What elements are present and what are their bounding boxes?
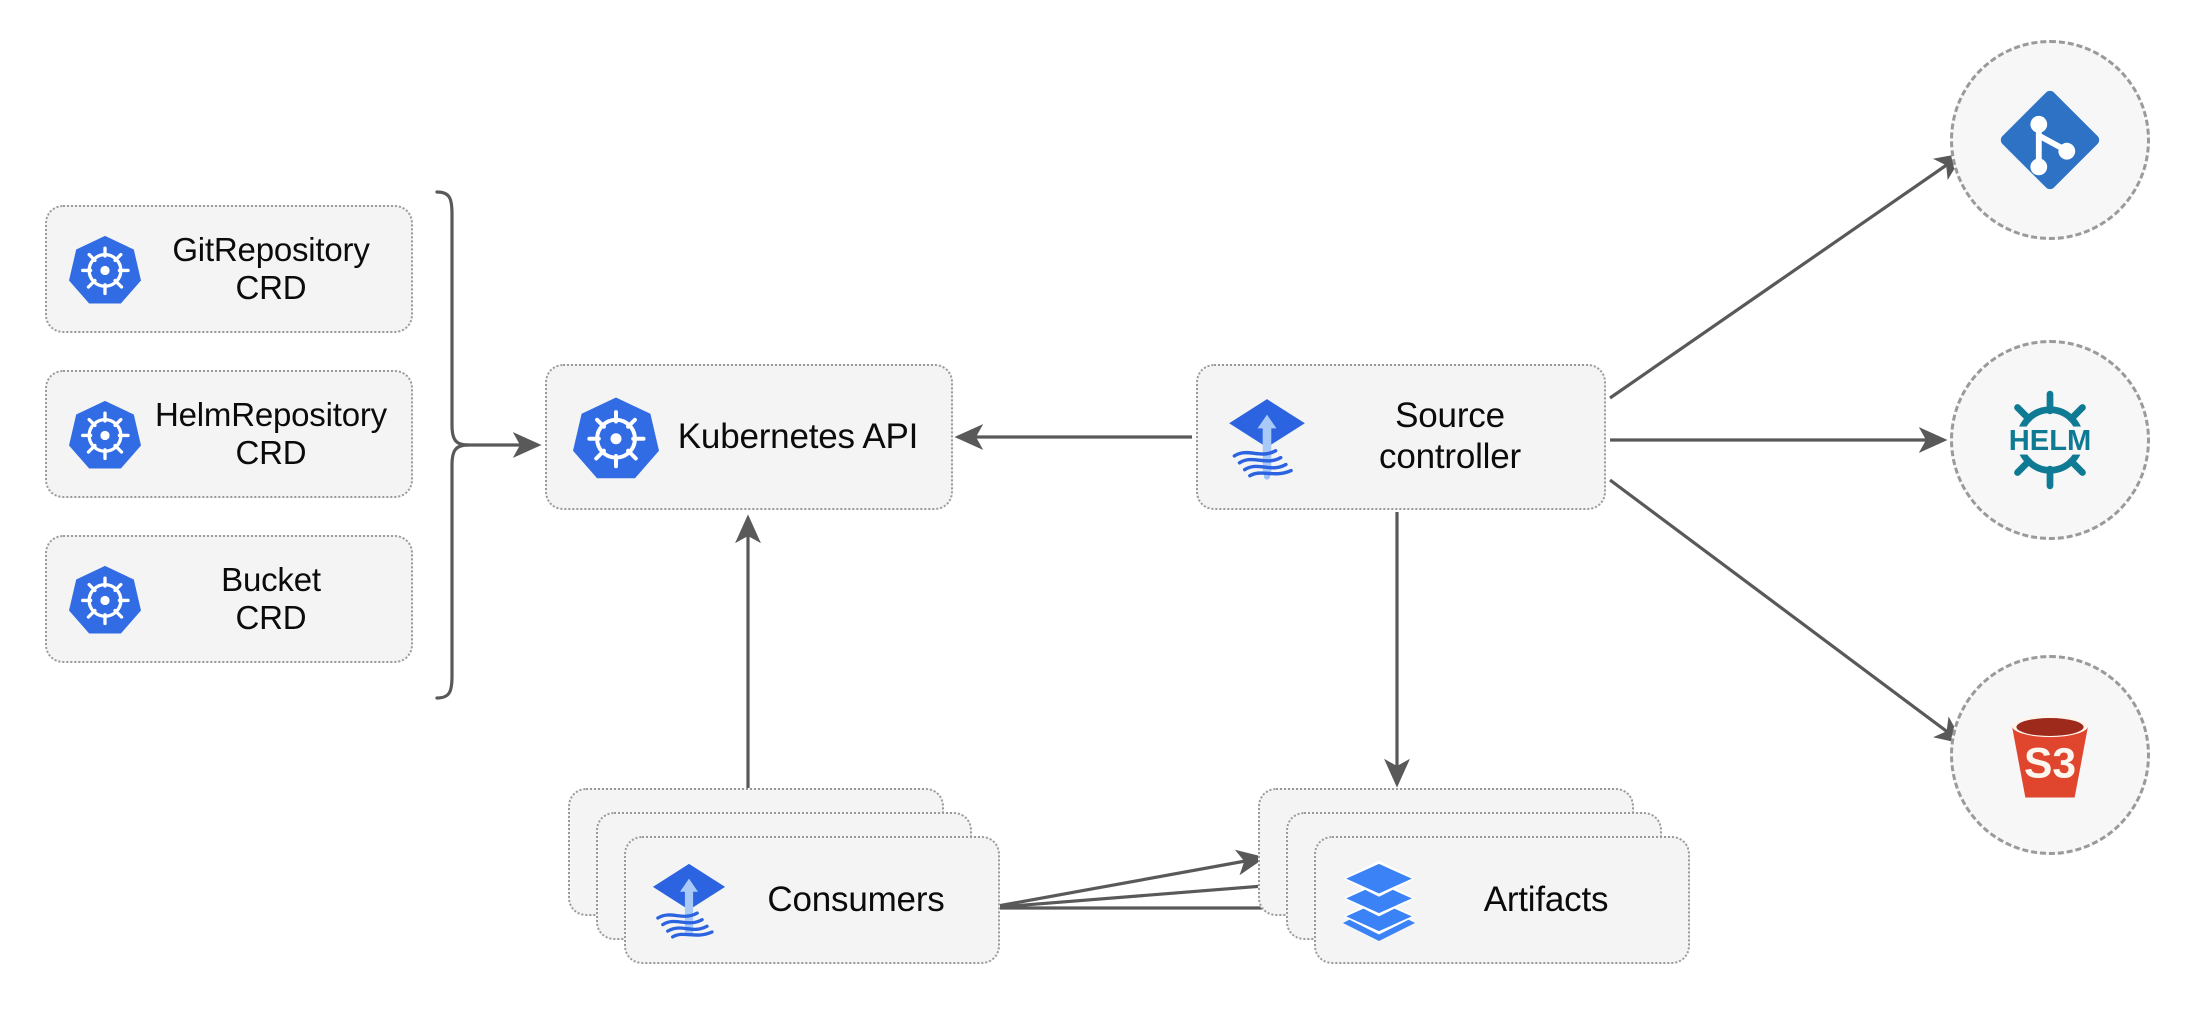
- helm-icon: HELM: [1994, 384, 2106, 496]
- arrow-source-controller-to-git: [1609, 152, 1964, 400]
- s3-wordmark: S3: [2024, 739, 2076, 787]
- node-label: Artifacts: [1483, 880, 1609, 919]
- crd-card-helmrepository[interactable]: HelmRepository CRD: [45, 370, 413, 498]
- arrow-consumers-to-artifacts-1: [986, 849, 1266, 910]
- crd-label: Bucket CRD: [221, 560, 321, 636]
- crd-label: HelmRepository CRD: [155, 395, 387, 471]
- node-label: Consumers: [767, 880, 945, 919]
- node-artifacts[interactable]: Artifacts: [1258, 788, 1698, 978]
- endpoint-git[interactable]: [1950, 40, 2150, 240]
- node-label: Source controller: [1379, 396, 1521, 476]
- node-label: Kubernetes API: [677, 416, 919, 456]
- kubernetes-icon: [573, 394, 659, 480]
- arrow-consumers-to-artifacts-2: [986, 873, 1292, 910]
- node-consumers[interactable]: Consumers: [568, 788, 1008, 978]
- kubernetes-icon: [69, 233, 141, 305]
- node-source-controller[interactable]: Source controller: [1196, 364, 1606, 510]
- endpoint-s3[interactable]: S3: [1950, 655, 2150, 855]
- arrow-source-controller-to-s3: [1609, 478, 1964, 745]
- crd-card-gitrepository[interactable]: GitRepository CRD: [45, 205, 413, 333]
- kubernetes-icon: [69, 563, 141, 635]
- consumers-stack-layer-front[interactable]: Consumers: [624, 836, 1000, 964]
- kubernetes-icon: [69, 398, 141, 470]
- crd-label: GitRepository CRD: [172, 230, 370, 306]
- helm-wordmark: HELM: [2009, 425, 2091, 457]
- artifacts-stack-layer-front[interactable]: Artifacts: [1314, 836, 1690, 964]
- node-kubernetes-api[interactable]: Kubernetes API: [545, 364, 953, 510]
- endpoint-helm[interactable]: HELM: [1950, 340, 2150, 540]
- layers-icon: [1338, 859, 1420, 941]
- crd-card-bucket[interactable]: Bucket CRD: [45, 535, 413, 663]
- git-icon: [1994, 84, 2106, 196]
- s3-icon: S3: [1994, 699, 2106, 811]
- flux-icon: [648, 859, 730, 941]
- flux-icon: [1224, 394, 1310, 480]
- crd-group-bracket: [435, 190, 470, 700]
